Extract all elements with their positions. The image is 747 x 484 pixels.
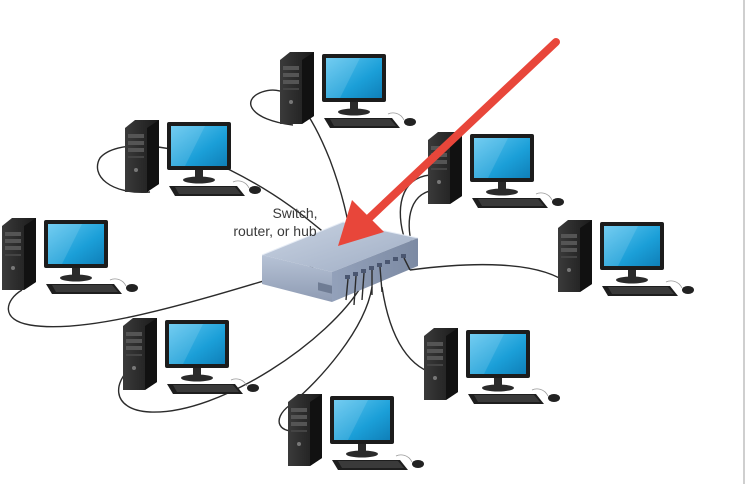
- cable-middle-right: [409, 263, 571, 286]
- hub-label-line2: router, or hub: [233, 223, 317, 239]
- computer-bottom-center: [287, 393, 425, 471]
- red-arrow: [338, 38, 560, 246]
- computer-lower-right: [423, 327, 561, 405]
- hub-label: Switch, router, or hub: [200, 204, 350, 240]
- computer-middle-left: [1, 217, 139, 295]
- computer-middle-right: [557, 219, 695, 297]
- computer-top-center: [279, 51, 417, 129]
- cable-top-right-2: [399, 174, 431, 241]
- frame-border: [743, 0, 745, 484]
- hub-device: [261, 221, 419, 302]
- cable-top-left: [96, 145, 346, 251]
- computer-upper-left: [124, 119, 262, 197]
- hub-label-line1: Switch,: [272, 205, 318, 221]
- computer-lower-left: [122, 317, 260, 395]
- cable-bottom-left: [117, 284, 363, 413]
